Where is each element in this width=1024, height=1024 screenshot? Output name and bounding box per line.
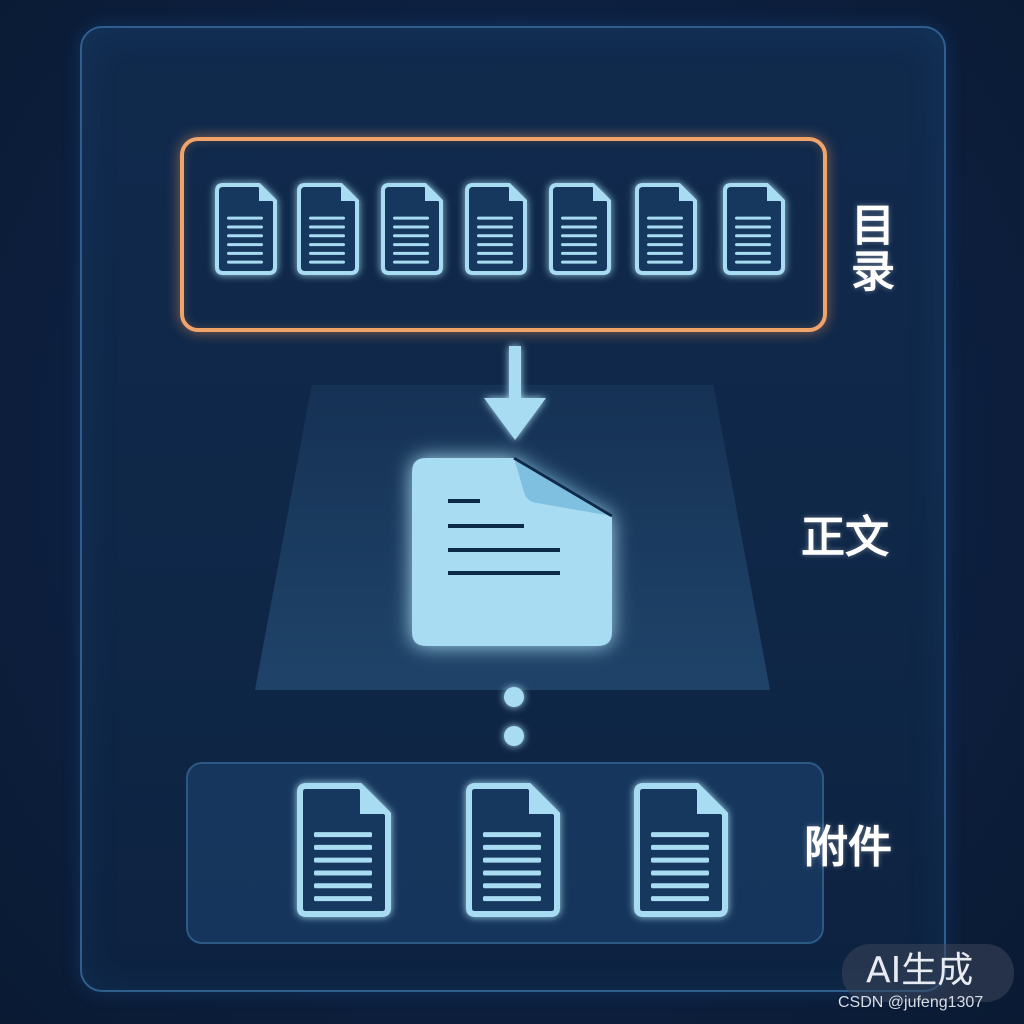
document-line (651, 883, 709, 889)
document-line (561, 225, 597, 229)
ai-generated-badge (842, 944, 1014, 1002)
document-line (393, 216, 429, 220)
document-line (735, 251, 771, 255)
document-line (483, 832, 541, 838)
toc-group-frame (180, 137, 827, 332)
document-line (735, 234, 771, 238)
document-icon (215, 183, 277, 275)
document-line (477, 251, 513, 255)
main-document-icon (412, 456, 613, 646)
document-line (477, 243, 513, 247)
document-line (647, 260, 683, 264)
document-line (393, 243, 429, 247)
toc-documents (215, 183, 785, 275)
document-line (735, 225, 771, 229)
document-line (393, 225, 429, 229)
document-line (561, 243, 597, 247)
document-line (314, 883, 372, 889)
document-line (314, 896, 372, 902)
document-line (477, 216, 513, 220)
document-line (227, 251, 263, 255)
arrow-down-icon (484, 346, 546, 440)
document-line (477, 234, 513, 238)
document-line (483, 883, 541, 889)
document-line (309, 243, 345, 247)
document-line (735, 216, 771, 220)
document-line (309, 234, 345, 238)
document-line (651, 857, 709, 863)
document-line (651, 832, 709, 838)
document-line (393, 234, 429, 238)
body-label: 正文 (801, 512, 889, 563)
document-line (227, 225, 263, 229)
document-line (561, 216, 597, 220)
document-line (309, 225, 345, 229)
document-line (314, 870, 372, 876)
document-line (651, 870, 709, 876)
document-line (393, 251, 429, 255)
ai-generated-text: AI生成 (866, 950, 974, 991)
document-line (227, 216, 263, 220)
document-line (735, 260, 771, 264)
document-line (483, 896, 541, 902)
document-icon (635, 183, 697, 275)
document-line (309, 216, 345, 220)
document-icon (465, 183, 527, 275)
document-line (647, 251, 683, 255)
document-line (647, 216, 683, 220)
document-line (483, 857, 541, 863)
document-line (477, 260, 513, 264)
document-line (651, 844, 709, 850)
document-line (309, 251, 345, 255)
document-icon (634, 783, 728, 917)
document-line (227, 260, 263, 264)
toc-label: 目录 (843, 202, 894, 294)
document-line (314, 832, 372, 838)
document-icon (549, 183, 611, 275)
document-line (393, 260, 429, 264)
watermark-credit: CSDN @jufeng1307 (838, 994, 984, 1011)
document-icon (723, 183, 785, 275)
document-line (651, 896, 709, 902)
document-icon (297, 183, 359, 275)
document-line (477, 225, 513, 229)
document-line (735, 243, 771, 247)
document-line (483, 870, 541, 876)
document-icon (466, 783, 560, 917)
dots-icon (504, 687, 524, 746)
document-line (314, 857, 372, 863)
document-line (227, 243, 263, 247)
document-line (309, 260, 345, 264)
document-line (561, 251, 597, 255)
document-line (647, 243, 683, 247)
document-line (314, 844, 372, 850)
document-icon (297, 783, 391, 917)
attachments-label: 附件 (804, 822, 892, 873)
document-line (561, 260, 597, 264)
document-line (647, 234, 683, 238)
document-line (561, 234, 597, 238)
attachment-documents (297, 783, 728, 917)
document-line (227, 234, 263, 238)
document-icon (381, 183, 443, 275)
document-line (647, 225, 683, 229)
document-line (483, 844, 541, 850)
